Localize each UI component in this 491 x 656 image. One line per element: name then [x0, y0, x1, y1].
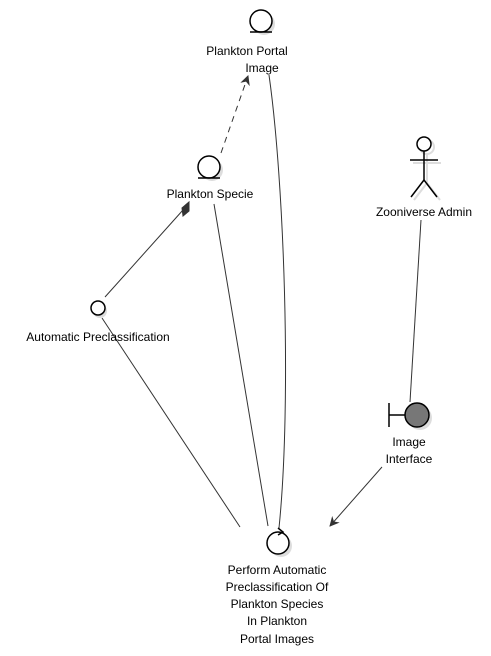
node-plankton-specie: Plankton Specie: [167, 155, 254, 201]
node-label-line: Image: [392, 435, 426, 449]
node-plankton-portal-image: Plankton Portal Image: [206, 9, 288, 75]
edge-interface-to-perform: [329, 466, 383, 527]
node-label-line: Zooniverse Admin: [376, 205, 472, 219]
node-label-line: Plankton Portal: [206, 44, 287, 58]
entity-icon: [197, 155, 221, 179]
node-label-line: Portal Images: [240, 632, 314, 646]
edges: [101, 74, 422, 529]
edge-preclassification-to-perform: [101, 317, 241, 528]
node-label-line: Plankton Specie: [167, 187, 254, 201]
node-label-line: Automatic Preclassification: [26, 330, 169, 344]
edge-specie-to-portal-image: [220, 75, 250, 154]
control-icon: [266, 527, 290, 555]
entity-icon: [249, 9, 273, 33]
node-label-line: Plankton Species: [231, 597, 324, 611]
node-label-line: Preclassification Of: [226, 580, 329, 594]
boundary-icon: [388, 402, 430, 428]
edge-specie-to-perform: [213, 203, 269, 527]
actor-icon: [410, 136, 438, 198]
node-automatic-preclassification: Automatic Preclassification: [26, 300, 170, 344]
node-image-interface: Image Interface: [386, 402, 433, 466]
node-perform-automatic-preclassification: Perform Automatic Preclassification Of P…: [226, 527, 329, 646]
edge-admin-to-interface: [409, 219, 422, 403]
circle-icon: [90, 300, 106, 316]
node-label-line: Interface: [386, 452, 433, 466]
node-label-line: Perform Automatic: [228, 563, 327, 577]
node-label-line: Image: [245, 61, 279, 75]
edge-preclassification-to-specie: [104, 209, 184, 298]
node-zooniverse-admin: Zooniverse Admin: [376, 136, 472, 219]
composition-diamond: [181, 200, 190, 217]
node-label-line: In Plankton: [247, 614, 307, 628]
edge-portal-image-to-perform: [268, 74, 287, 529]
